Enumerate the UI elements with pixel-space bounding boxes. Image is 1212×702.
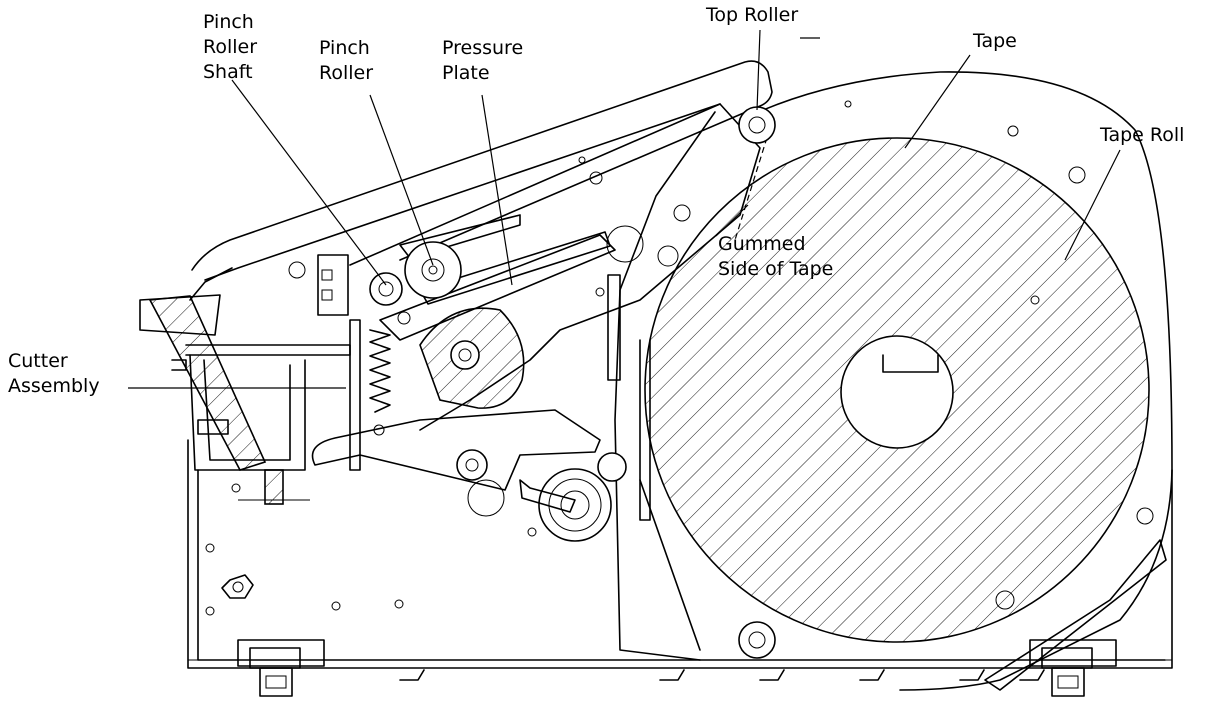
label-line: Roller bbox=[319, 62, 374, 84]
tension-spring bbox=[369, 329, 391, 413]
label-line: Top Roller bbox=[706, 4, 799, 26]
label-line: Tape Roll bbox=[1100, 124, 1185, 146]
lever-arm bbox=[311, 319, 627, 491]
side-plate bbox=[607, 111, 1167, 691]
label-line: Shaft bbox=[203, 61, 253, 83]
bottom-roller bbox=[738, 621, 776, 659]
label-top-roller: Top Roller bbox=[706, 3, 798, 28]
tape-roll-core bbox=[840, 335, 954, 449]
label-line: Pinch bbox=[203, 11, 254, 33]
label-line: Tape bbox=[973, 30, 1017, 52]
label-line: Cutter bbox=[8, 350, 68, 372]
leader-lines bbox=[128, 29, 1121, 389]
label-tape: Tape bbox=[973, 29, 1017, 54]
label-cutter-assembly: Cutter Assembly bbox=[8, 349, 100, 399]
top-roller bbox=[738, 106, 776, 144]
pinch-roller-shaft bbox=[369, 272, 403, 306]
tape-envelope bbox=[744, 71, 1173, 691]
mounting-holes bbox=[205, 100, 1154, 616]
pinch-roller bbox=[404, 241, 462, 299]
label-line: Plate bbox=[442, 62, 490, 84]
label-pressure-plate: Pressure Plate bbox=[442, 36, 523, 86]
label-pinch-roller-shaft: Pinch Roller Shaft bbox=[203, 10, 257, 85]
pressure-plate bbox=[419, 231, 611, 305]
drive-knob bbox=[519, 468, 612, 542]
label-gummed-side: Gummed Side of Tape bbox=[718, 232, 833, 282]
label-tape-roll: Tape Roll bbox=[1100, 123, 1184, 148]
cutter-assembly bbox=[139, 294, 351, 505]
label-line: Pressure bbox=[442, 37, 524, 59]
housing-frame bbox=[187, 439, 1173, 681]
label-line: Pinch bbox=[319, 37, 370, 59]
label-line: Gummed bbox=[718, 233, 806, 255]
top-cover bbox=[189, 60, 773, 301]
label-line: Side of Tape bbox=[718, 258, 834, 280]
connector-block bbox=[317, 254, 349, 316]
label-pinch-roller: Pinch Roller bbox=[319, 36, 373, 86]
label-line: Roller bbox=[203, 36, 258, 58]
label-line: Assembly bbox=[8, 375, 100, 397]
left-foot bbox=[237, 639, 325, 697]
